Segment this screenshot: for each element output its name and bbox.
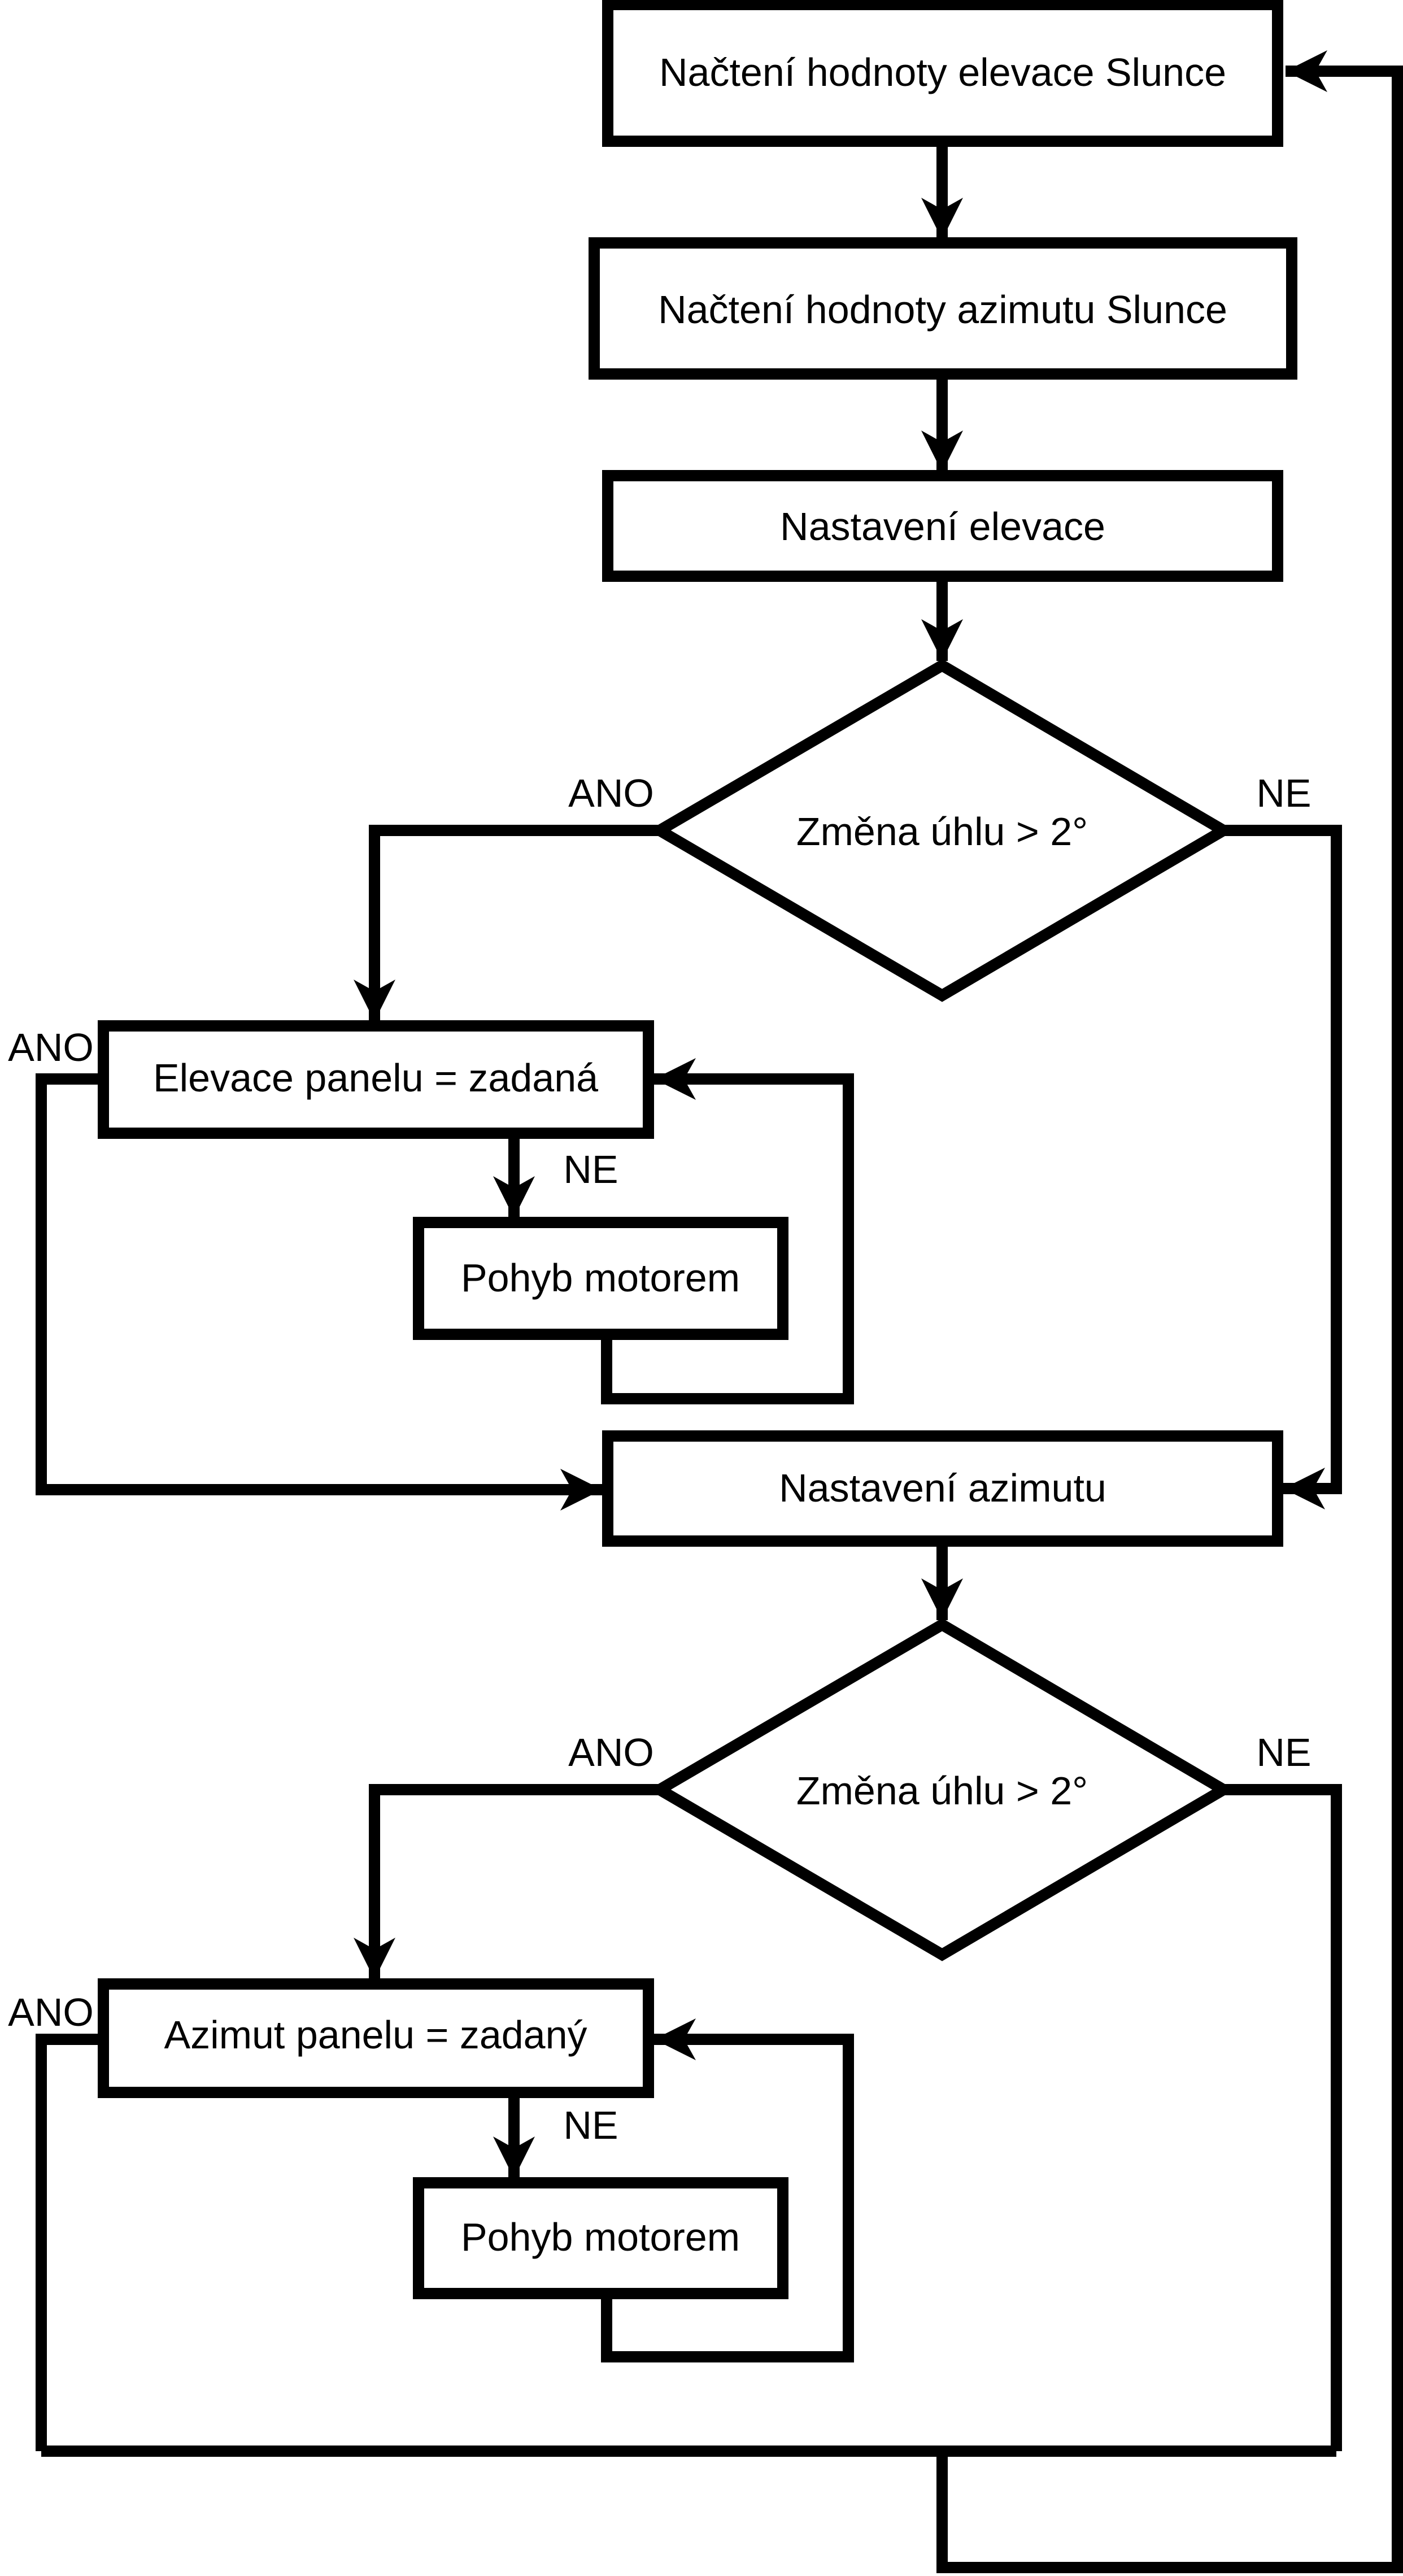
node-elevation-change-check-diamond: [648, 659, 1235, 1002]
edge-label-azimuth-reached-yes: ANO: [8, 1990, 94, 2034]
edge-feedback-to-start: [936, 50, 1403, 2573]
edge-azimuth-check-yes: [354, 1784, 660, 1979]
edge-elevation-check-yes: [354, 825, 660, 1021]
node-load-azimuth-box: [589, 237, 1297, 380]
node-azimuth-change-check-diamond: [648, 1618, 1235, 1961]
edge-label-azimuth-reached-no: NE: [563, 2103, 618, 2147]
node-elevation-motor-move-label: Pohyb motorem: [461, 1256, 740, 1300]
node-load-elevation-label: Načtení hodnoty elevace Slunce: [659, 50, 1226, 94]
node-set-elevation-box: [602, 470, 1283, 582]
node-azimuth-change-check-label: Změna úhlu > 2°: [796, 1769, 1088, 1813]
node-azimuth-motor-move-box: [413, 2177, 788, 2299]
node-set-azimuth-label: Nastavení azimutu: [779, 1466, 1106, 1510]
edge-azimuth-motor-loop: [601, 2018, 854, 2362]
edge-elevation-reached-yes: [36, 1073, 602, 1511]
edge-label-elevation-check-yes: ANO: [568, 771, 654, 815]
node-elevation-motor-move-box: [413, 1217, 788, 1340]
edge-label-elevation-check-no: NE: [1256, 771, 1311, 815]
edge-azimuth-reached-yes: [36, 2034, 103, 2451]
edge-elevation-check-no: [1223, 825, 1342, 1509]
node-azimuth-reached-label: Azimut panelu = zadaný: [164, 2013, 587, 2057]
edge-label-elevation-reached-yes: ANO: [8, 1025, 94, 1069]
edge-label-azimuth-check-no: NE: [1256, 1730, 1311, 1774]
edge-label-azimuth-check-yes: ANO: [568, 1730, 654, 1774]
edge-label-elevation-reached-no: NE: [563, 1147, 618, 1191]
node-load-elevation-box: [602, 0, 1283, 147]
node-set-elevation-label: Nastavení elevace: [780, 504, 1105, 549]
node-set-azimuth-box: [602, 1430, 1283, 1547]
node-elevation-reached-label: Elevace panelu = zadaná: [153, 1056, 598, 1100]
node-azimuth-reached-box: [98, 1978, 654, 2098]
node-azimuth-motor-move-label: Pohyb motorem: [461, 2215, 740, 2259]
node-load-azimuth-label: Načtení hodnoty azimutu Slunce: [658, 288, 1227, 332]
edge-elevation-motor-loop: [601, 1058, 854, 1404]
node-elevation-change-check-label: Změna úhlu > 2°: [796, 810, 1088, 854]
edge-azimuth-check-no: [1223, 1784, 1342, 2451]
